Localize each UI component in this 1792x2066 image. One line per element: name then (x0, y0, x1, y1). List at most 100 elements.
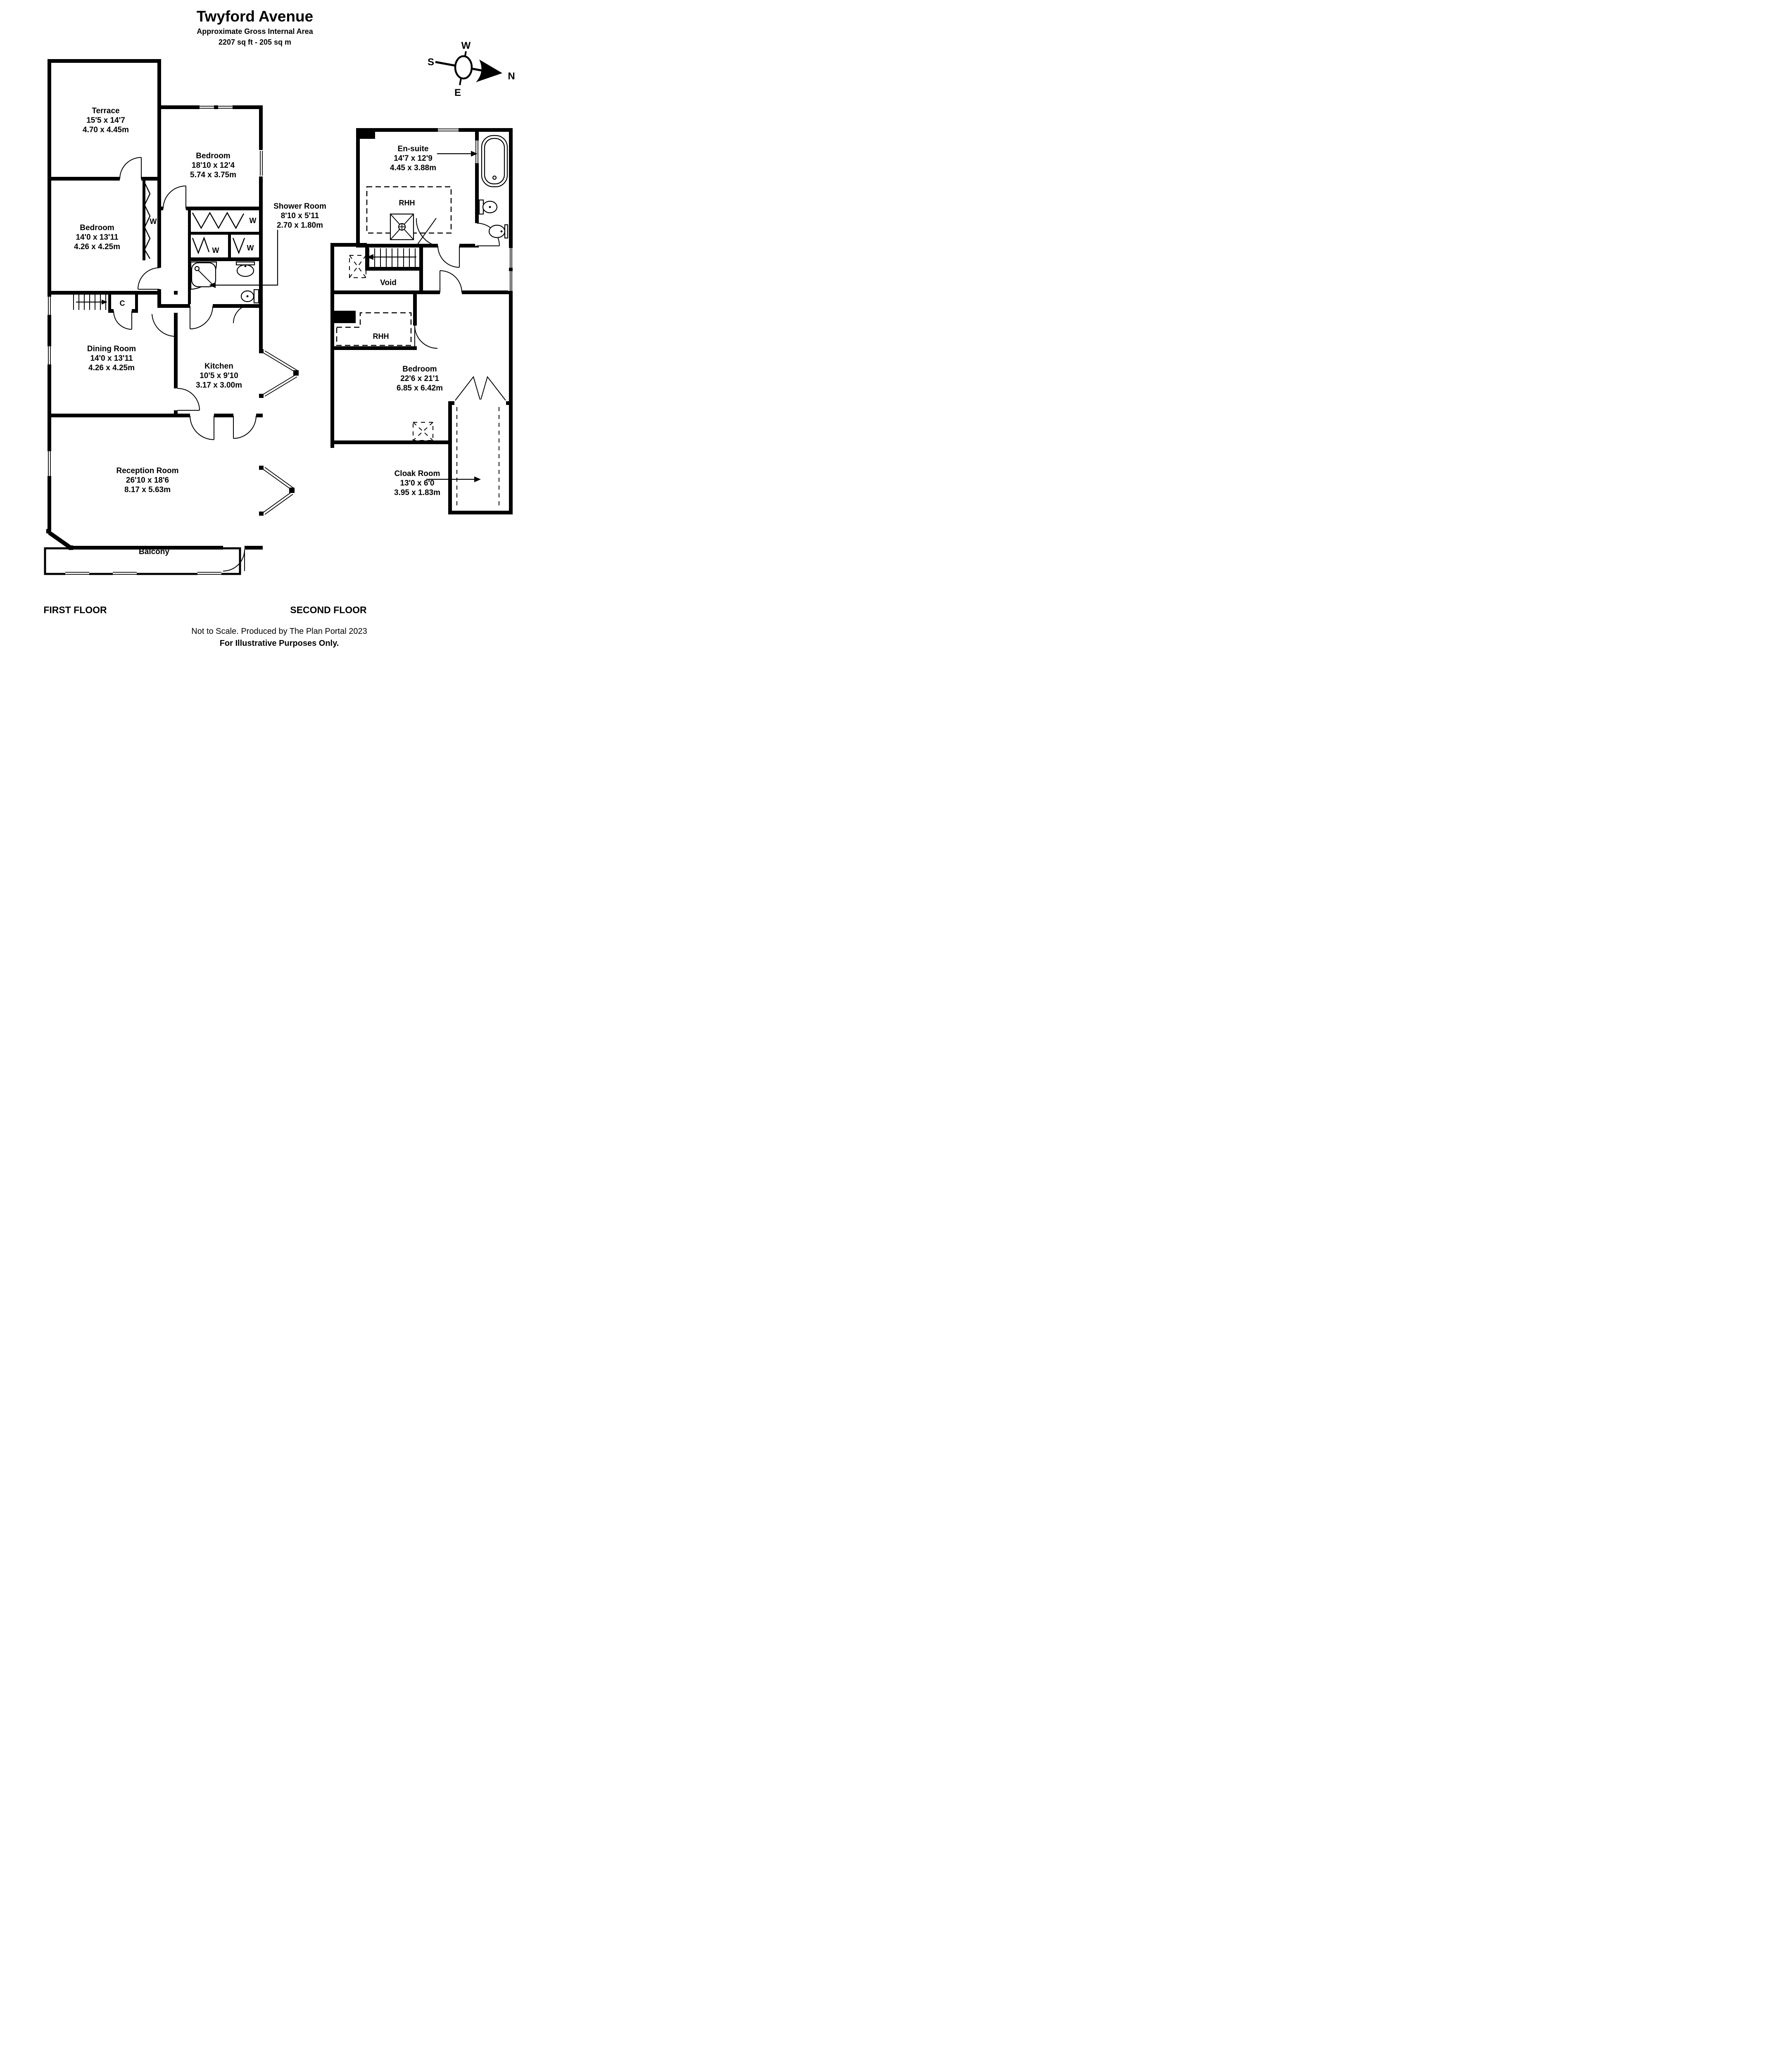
door-arc (437, 245, 460, 268)
shower-room-name: Shower Room (273, 202, 326, 211)
kitchen-metric: 3.17 x 3.00m (196, 381, 242, 390)
door-arc (163, 186, 186, 209)
compass-east-label: E (454, 87, 461, 98)
terrace-metric: 4.70 x 4.45m (83, 126, 129, 134)
first-floor-labels: Terrace 15'5 x 14'7 4.70 x 4.45m Bedroom… (74, 107, 326, 556)
title-block: Twyford Avenue Approximate Gross Interna… (197, 8, 314, 46)
door-arc (190, 415, 214, 440)
door-arc (113, 311, 132, 330)
closet-label: C (120, 299, 125, 307)
door-arc (440, 270, 462, 293)
bedroom-left-metric: 4.26 x 4.25m (74, 243, 120, 251)
window (218, 106, 233, 109)
room-label-bedroom-second: Bedroom 22'6 x 21'1 6.85 x 6.42m (397, 365, 443, 393)
room-label-cloak-room: Cloak Room 13'0 x 6'0 3.95 x 1.83m (394, 469, 440, 497)
compass-north-arrow-icon (476, 60, 502, 82)
compass-south-label: S (428, 57, 434, 68)
wardrobe-label: W (150, 217, 157, 226)
window (48, 451, 51, 476)
room-label-ensuite: En-suite 14'7 x 12'9 4.45 x 3.88m (390, 145, 436, 172)
reception-room-metric: 8.17 x 5.63m (124, 486, 171, 494)
shower-room-leader (216, 230, 278, 286)
wardrobe-label: W (212, 246, 219, 255)
door-arc (152, 314, 176, 337)
compass-rose: W S E N (428, 40, 515, 98)
door-arc (223, 549, 245, 571)
staircase-second-floor (367, 248, 416, 267)
dining-room-name: Dining Room (87, 345, 136, 353)
dining-room-imperial: 14'0 x 13'11 (90, 354, 133, 363)
void-label: Void (380, 278, 397, 287)
reception-room-imperial: 26'10 x 18'6 (126, 476, 169, 485)
bedroom-left-imperial: 14'0 x 13'11 (76, 233, 119, 242)
bedroom-second-metric: 6.85 x 6.42m (397, 384, 443, 393)
room-label-bedroom-left: Bedroom 14'0 x 13'11 4.26 x 4.25m (74, 224, 120, 251)
bay-window-kitchen (259, 349, 299, 398)
kitchen-imperial: 10'5 x 9'10 (200, 371, 238, 380)
floorplan-page: Twyford Avenue Approximate Gross Interna… (0, 0, 565, 659)
rooflight-icon (413, 422, 433, 441)
ensuite-fixtures (390, 135, 509, 240)
window (48, 346, 51, 364)
door-arc (233, 304, 252, 324)
balcony-rail (197, 571, 221, 576)
room-label-dining-room: Dining Room 14'0 x 13'11 4.26 x 4.25m (87, 345, 136, 372)
corner-shower-icon (190, 261, 217, 290)
door-arc (190, 306, 213, 329)
door-arc (119, 157, 142, 179)
ensuite-imperial: 14'7 x 12'9 (394, 154, 433, 163)
kitchen-name: Kitchen (204, 362, 233, 371)
compass-west-label: W (461, 40, 471, 51)
shower-tray-icon (390, 213, 414, 240)
door-arc (233, 415, 257, 439)
rhh-zone-landing (336, 312, 412, 346)
footer-line1: Not to Scale. Produced by The Plan Porta… (191, 627, 367, 636)
shower-room-fixtures (190, 261, 259, 304)
bedroom-left-name: Bedroom (80, 224, 114, 232)
shower-room-metric: 2.70 x 1.80m (277, 221, 323, 230)
toilet-icon (240, 289, 259, 304)
window (475, 140, 478, 163)
compass-north-label: N (508, 71, 515, 82)
room-label-reception-room: Reception Room 26'10 x 18'6 8.17 x 5.63m (116, 467, 179, 494)
bedroom-top-imperial: 18'10 x 12'4 (192, 161, 235, 170)
balcony-structure (44, 547, 241, 576)
dining-room-metric: 4.26 x 4.25m (88, 364, 135, 372)
cloak-room-name: Cloak Room (395, 469, 440, 478)
balcony-rail (65, 571, 89, 576)
cloak-room-metric: 3.95 x 1.83m (394, 488, 440, 497)
bathtub-icon (481, 135, 508, 188)
shower-room-imperial: 8'10 x 5'11 (281, 212, 319, 220)
balcony-name: Balcony (139, 547, 169, 556)
rooflight-icon (349, 255, 366, 278)
bedroom-top-metric: 5.74 x 3.75m (190, 171, 236, 179)
balcony-rail (113, 571, 137, 576)
door-arc (416, 218, 437, 246)
room-label-kitchen: Kitchen 10'5 x 9'10 3.17 x 3.00m (196, 362, 242, 390)
room-label-shower-room: Shower Room 8'10 x 5'11 2.70 x 1.80m (273, 202, 326, 230)
window (48, 297, 51, 315)
restricted-head-height-zones (336, 186, 499, 509)
window (438, 129, 459, 131)
footer: Not to Scale. Produced by The Plan Porta… (191, 627, 367, 648)
door-arc (138, 267, 160, 290)
second-floor-windows (438, 129, 512, 291)
double-door-icon (455, 376, 506, 401)
wardrobe-rails (144, 182, 245, 259)
first-floor-title: FIRST FLOOR (43, 605, 107, 615)
bedroom-second-imperial: 22'6 x 21'1 (400, 374, 439, 383)
ensuite-name: En-suite (398, 145, 429, 153)
bay-window-reception (259, 466, 295, 516)
rhh-label: RHH (399, 199, 415, 207)
window (200, 106, 214, 109)
wardrobe-label: W (247, 244, 254, 252)
page-title: Twyford Avenue (197, 8, 313, 25)
second-floor-labels: En-suite 14'7 x 12'9 4.45 x 3.88m RHH Vo… (373, 145, 443, 497)
door-arc (177, 388, 200, 411)
bedroom-second-name: Bedroom (402, 365, 437, 374)
cloak-room-imperial: 13'0 x 6'0 (400, 479, 435, 488)
second-floor-title: SECOND FLOOR (290, 605, 367, 615)
reception-room-name: Reception Room (116, 467, 179, 475)
window (510, 248, 512, 268)
second-floor-walls (330, 128, 513, 514)
